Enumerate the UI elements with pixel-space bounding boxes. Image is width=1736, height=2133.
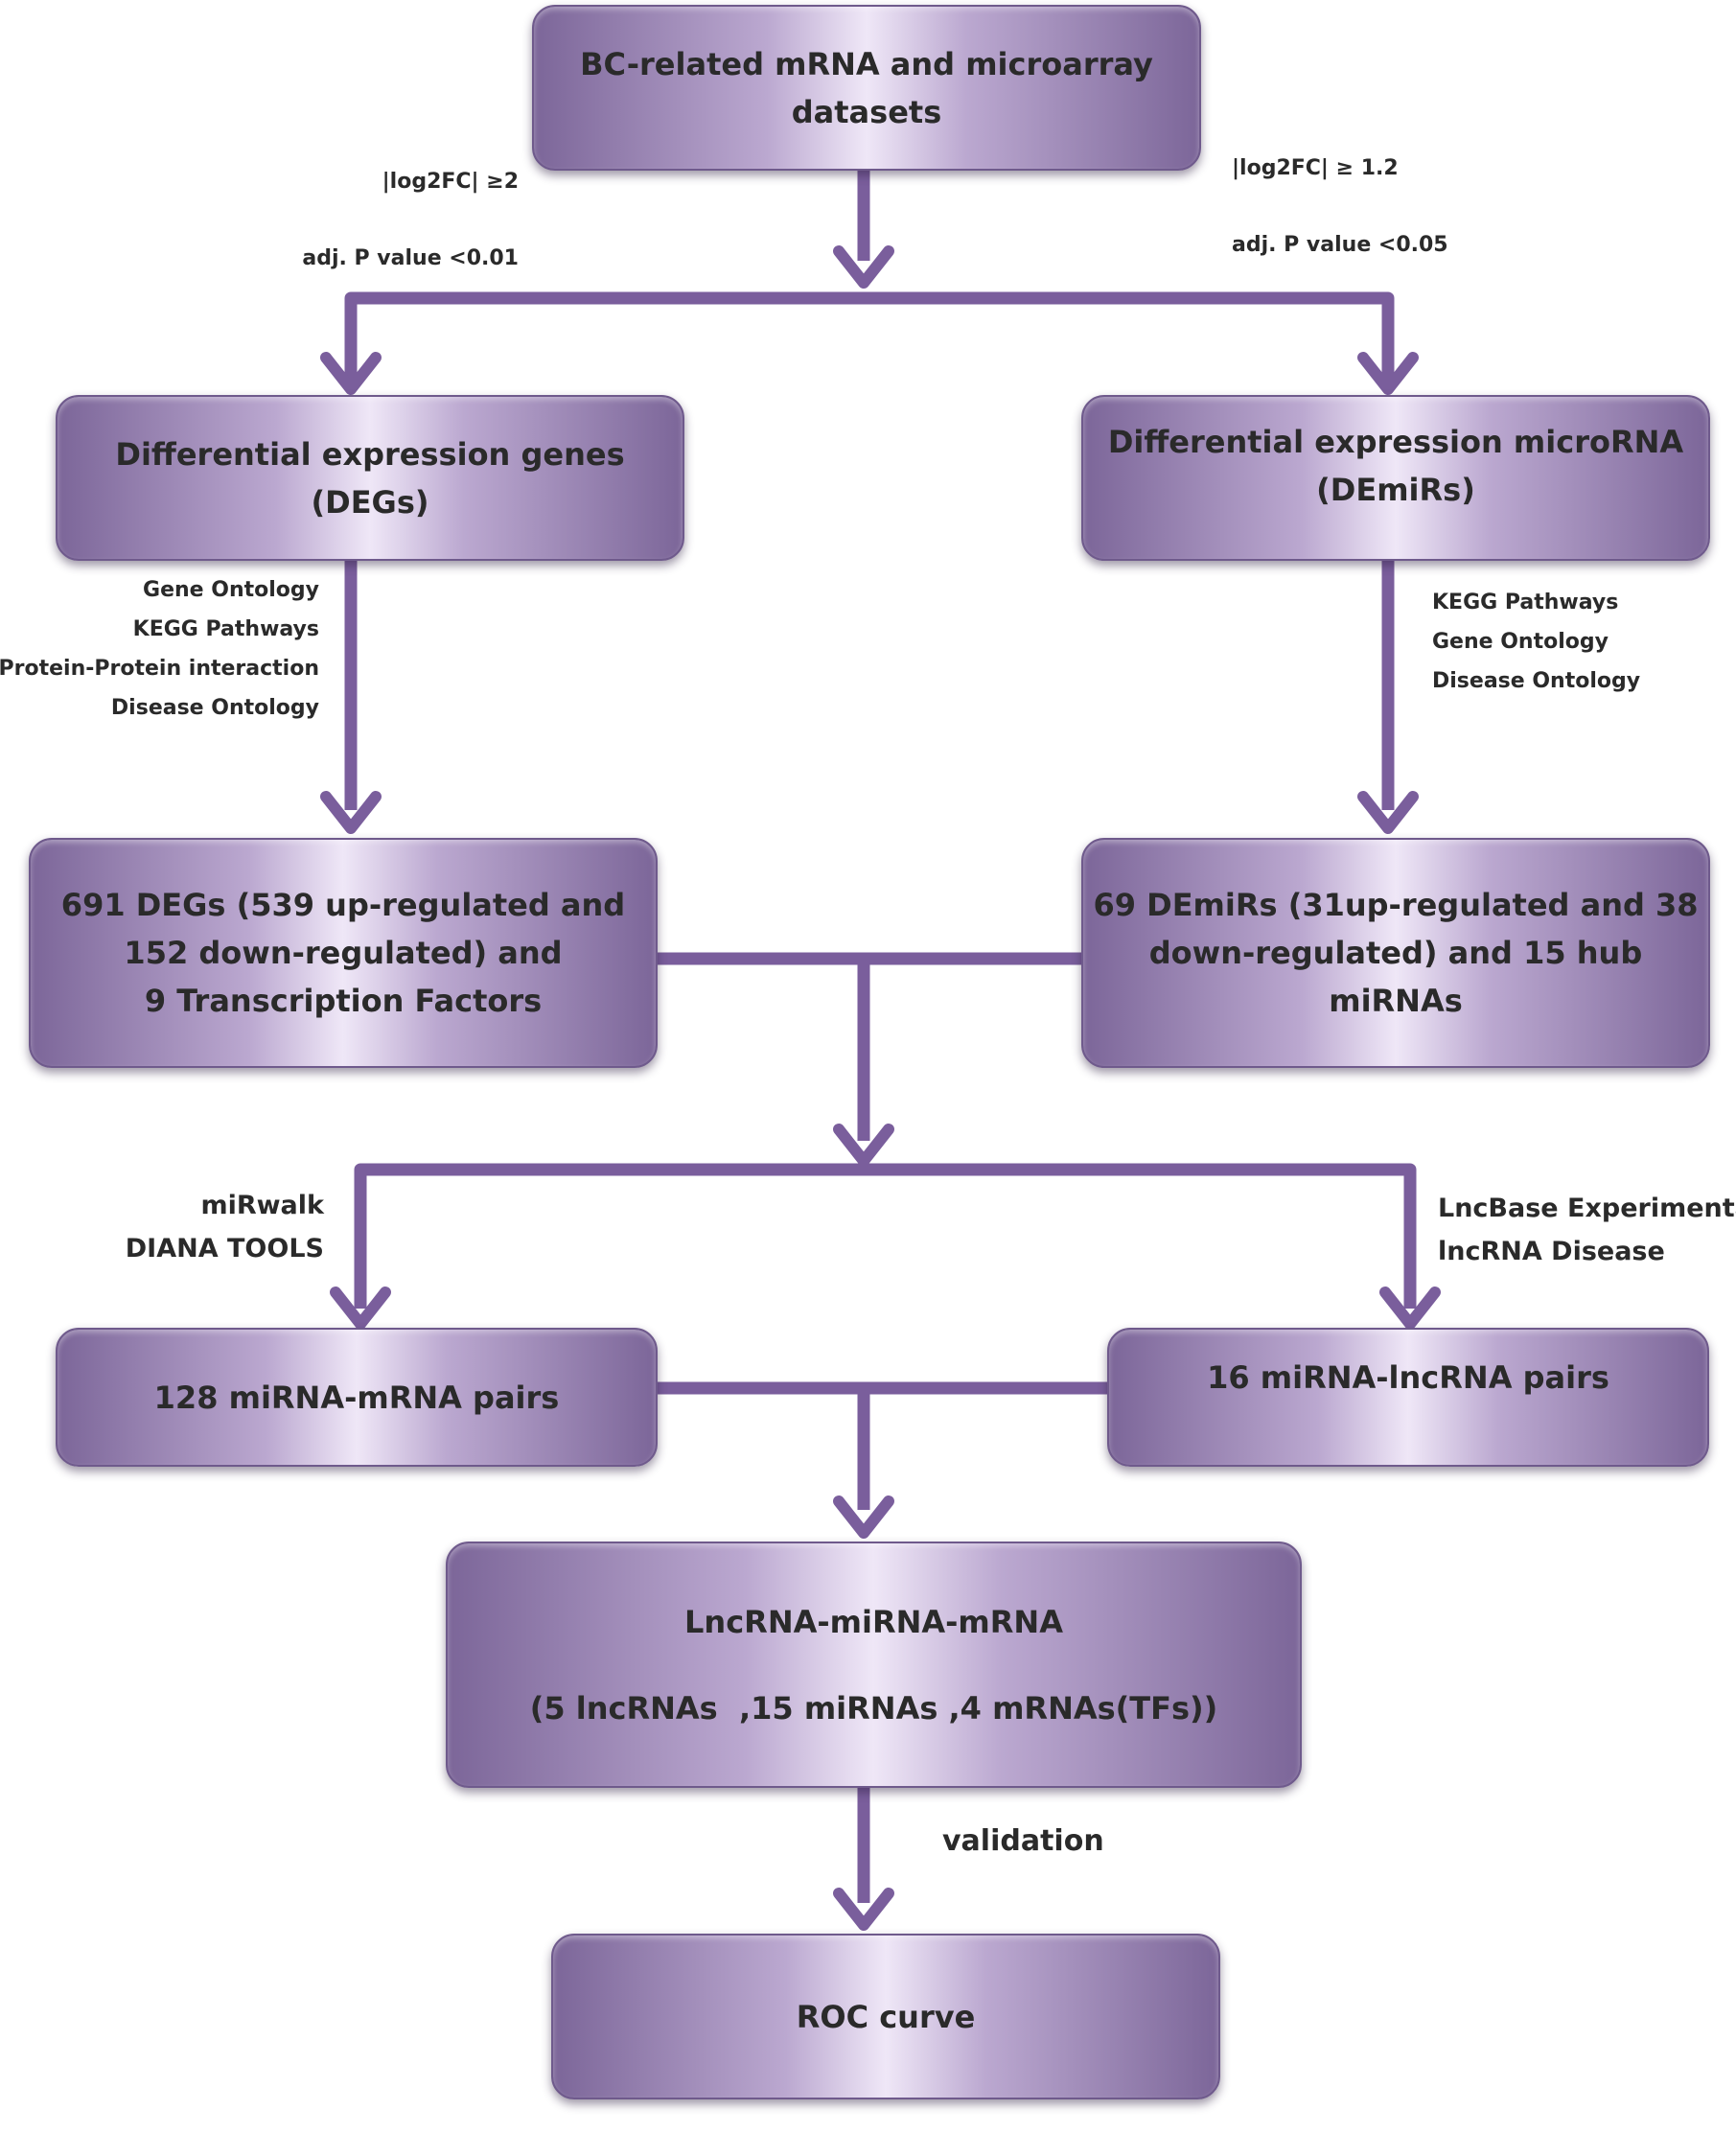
demirs-box-line-2: (DEmiRs) (1316, 472, 1475, 508)
left-threshold-note: |log2FC| ≥2 adj. P value <0.01 (302, 144, 519, 297)
degs-box-line-1: Differential expression genes (115, 435, 625, 473)
degs-result-line-2: 152 down-regulated) and (124, 935, 563, 971)
validation-label: validation (942, 1824, 1104, 1858)
arrowhead-demirs (1357, 352, 1419, 395)
datasets-box: BC-related mRNA and microarray datasets (532, 5, 1201, 171)
right-threshold-note: |log2FC| ≥ 1.2 adj. P value <0.05 (1232, 130, 1448, 284)
datasets-box-line-2: datasets (791, 93, 942, 130)
arrowhead-mirna-lncrna (1379, 1287, 1441, 1330)
roc-box: ROC curve (551, 1934, 1220, 2099)
connector-top-split (344, 291, 1395, 383)
degs-analysis-disease-ontology: Disease Ontology (110, 696, 319, 720)
tool-lncrna-disease: lncRNA Disease (1438, 1237, 1665, 1266)
tool-mirwalk: miRwalk (200, 1191, 324, 1220)
degs-result-line-3: 9 Transcription Factors (144, 983, 543, 1019)
mirna-mrna-label: 128 miRNA-mRNA pairs (153, 1379, 560, 1416)
degs-result-box: 691 DEGs (539 up-regulated and 152 down-… (29, 838, 658, 1068)
left-threshold-pvalue: adj. P value <0.01 (302, 246, 519, 270)
validation-note: validation (942, 1820, 1104, 1863)
right-threshold-log2fc: |log2FC| ≥ 1.2 (1232, 156, 1399, 180)
mrna-tools-note: miRwalk DIANA TOOLS (126, 1184, 324, 1270)
demirs-analysis-disease-ontology: Disease Ontology (1432, 669, 1641, 693)
demirs-result-line-2: down-regulated) and 15 hub (1148, 935, 1643, 971)
degs-box: Differential expression genes (DEGs) (56, 395, 684, 561)
demirs-analysis-kegg: KEGG Pathways (1432, 591, 1619, 614)
arrowhead-roc (833, 1888, 894, 1931)
mirna-lncrna-label: 16 miRNA-lncRNA pairs (1207, 1359, 1609, 1396)
degs-analysis-kegg: KEGG Pathways (132, 617, 319, 641)
network-line-1: LncRNA-miRNA-mRNA (684, 1603, 1063, 1640)
demirs-box-line-1: Differential expression microRNA (1107, 424, 1684, 460)
lncrna-tools-note: LncBase Experimental lncRNA Disease (1438, 1187, 1736, 1273)
degs-box-line-2: (DEGs) (311, 483, 429, 521)
tool-lncbase: LncBase Experimental (1438, 1194, 1736, 1223)
degs-analysis-gene-ontology: Gene Ontology (143, 578, 319, 602)
right-threshold-pvalue: adj. P value <0.05 (1232, 233, 1448, 257)
degs-result-line-1: 691 DEGs (539 up-regulated and (60, 887, 626, 923)
arrowhead-network (833, 1495, 894, 1539)
mirna-lncrna-box: 16 miRNA-lncRNA pairs (1107, 1328, 1709, 1467)
arrowhead-datasets (833, 245, 894, 289)
demirs-box: Differential expression microRNA (DEmiRs… (1081, 395, 1710, 561)
degs-analysis-ppi: Protein-Protein interaction (0, 657, 319, 681)
demirs-result-line-3: miRNAs (1329, 983, 1463, 1019)
roc-label: ROC curve (796, 1998, 976, 2035)
tool-diana: DIANA TOOLS (125, 1234, 324, 1264)
network-box: LncRNA-miRNA-mRNA (5 lncRNAs ,15 miRNAs … (446, 1542, 1302, 1788)
demirs-result-box: 69 DEmiRs (31up-regulated and 38 down-re… (1081, 838, 1710, 1068)
arrowhead-mirna-mrna (330, 1287, 391, 1330)
left-threshold-log2fc: |log2FC| ≥2 (382, 170, 519, 194)
demirs-result-line-1: 69 DEmiRs (31up-regulated and 38 (1093, 887, 1699, 923)
datasets-box-line-1: BC-related mRNA and microarray (580, 45, 1153, 82)
degs-analyses-note: Gene Ontology KEGG Pathways Protein-Prot… (0, 570, 319, 728)
demirs-analyses-note: KEGG Pathways Gene Ontology Disease Onto… (1432, 583, 1640, 701)
arrowhead-degs (320, 352, 382, 395)
network-line-2: (5 lncRNAs ,15 miRNAs ,4 mRNAs(TFs)) (529, 1689, 1218, 1727)
mirna-mrna-box: 128 miRNA-mRNA pairs (56, 1328, 658, 1467)
demirs-analysis-gene-ontology: Gene Ontology (1432, 630, 1609, 654)
arrowhead-degs-result (320, 791, 382, 834)
connector-second-split (354, 1163, 1417, 1309)
arrowhead-demirs-result (1357, 791, 1419, 834)
arrowhead-results (833, 1124, 894, 1167)
